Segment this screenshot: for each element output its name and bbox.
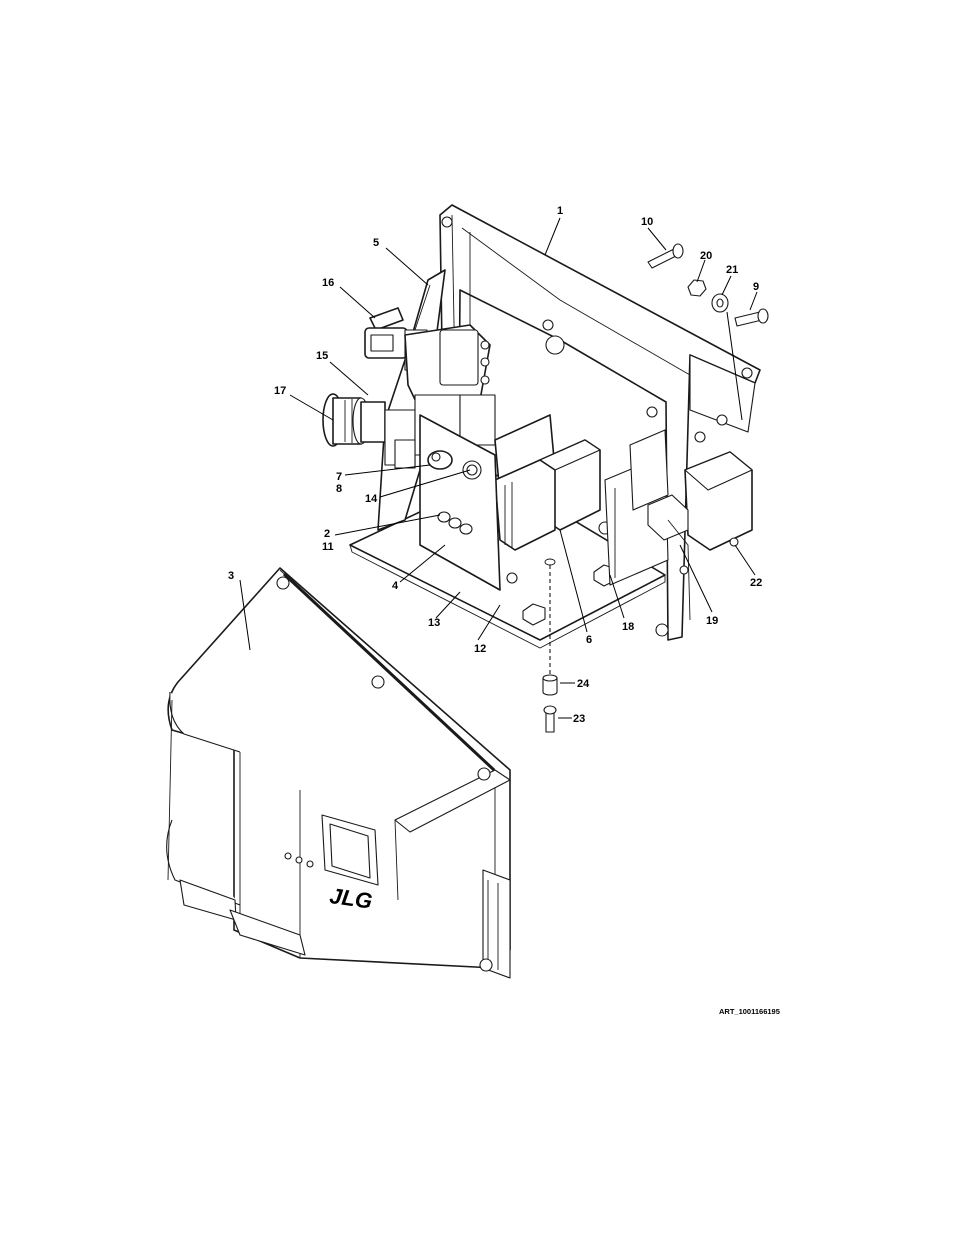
callout-10: 10 — [641, 216, 653, 228]
callout-3: 3 — [228, 570, 234, 582]
callout-24: 24 — [577, 678, 590, 690]
art-reference-number: ART_1001166195 — [719, 1007, 780, 1016]
callout-1: 1 — [557, 205, 563, 217]
callout-19: 19 — [706, 615, 718, 627]
callout-22: 22 — [750, 577, 762, 589]
callout-6: 6 — [586, 634, 592, 646]
callout-8: 8 — [336, 483, 342, 495]
callout-7: 7 — [336, 471, 342, 483]
callout-16: 16 — [322, 277, 334, 289]
callout-20: 20 — [700, 250, 712, 262]
callout-21: 21 — [726, 264, 738, 276]
callout-12: 12 — [474, 643, 486, 655]
callout-4: 4 — [392, 580, 399, 592]
callout-2: 2 — [324, 528, 330, 540]
callout-13: 13 — [428, 617, 440, 629]
callout-15: 15 — [316, 350, 328, 362]
callout-23: 23 — [573, 713, 585, 725]
callout-5: 5 — [373, 237, 379, 249]
control-box-cover — [167, 568, 510, 978]
callout-11: 11 — [322, 541, 334, 553]
callout-18: 18 — [622, 621, 634, 633]
callout-17: 17 — [274, 385, 286, 397]
callout-9: 9 — [753, 281, 759, 293]
callout-14: 14 — [365, 493, 378, 505]
